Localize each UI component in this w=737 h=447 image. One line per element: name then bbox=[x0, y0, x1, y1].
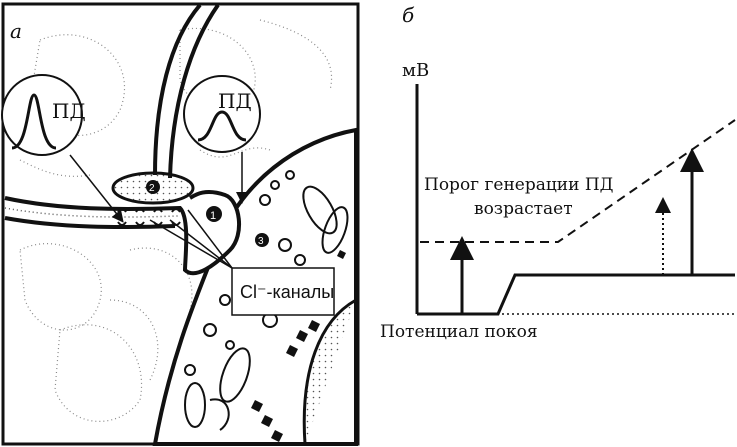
channel-label: Cl⁻-каналы bbox=[240, 282, 334, 302]
marker-3 bbox=[255, 233, 269, 247]
nucleus bbox=[302, 298, 357, 445]
marker-1 bbox=[206, 206, 222, 222]
pointer-lines bbox=[69, 152, 248, 269]
panel-b: б мВ Порог генерации ПД возрастает Потен… bbox=[380, 3, 736, 342]
axon-vertical bbox=[153, 3, 202, 176]
ap-bubble-right bbox=[183, 75, 261, 153]
y-axis-unit: мВ bbox=[402, 60, 429, 81]
panel-a: ПД ПД 1 2 3 Cl⁻-каналы а bbox=[1, 2, 360, 446]
threshold-label-line1: Порог генерации ПД bbox=[424, 175, 614, 195]
organelles bbox=[184, 170, 349, 431]
axon-horizontal-lower bbox=[4, 216, 176, 230]
panel-a-letter: а bbox=[10, 19, 22, 43]
ap-label-right: ПД bbox=[218, 89, 252, 113]
reticulum bbox=[251, 250, 346, 442]
marker-1-label: 1 bbox=[210, 210, 216, 222]
threshold-label-line2: возрастает bbox=[474, 199, 573, 219]
ap-label-left: ПД bbox=[52, 99, 86, 123]
marker-3-label: 3 bbox=[258, 236, 264, 247]
panel-b-letter: б bbox=[402, 3, 415, 27]
marker-2 bbox=[146, 180, 160, 194]
membrane-potential-trace bbox=[417, 273, 735, 316]
resting-label: Потенциал покоя bbox=[380, 322, 538, 342]
axon-vertical-inner bbox=[168, 3, 220, 179]
channel-label-box bbox=[231, 267, 335, 316]
marker-2-label: 2 bbox=[149, 183, 155, 194]
ap-bubble-left bbox=[1, 74, 83, 156]
axon-dotted-core bbox=[4, 207, 179, 218]
